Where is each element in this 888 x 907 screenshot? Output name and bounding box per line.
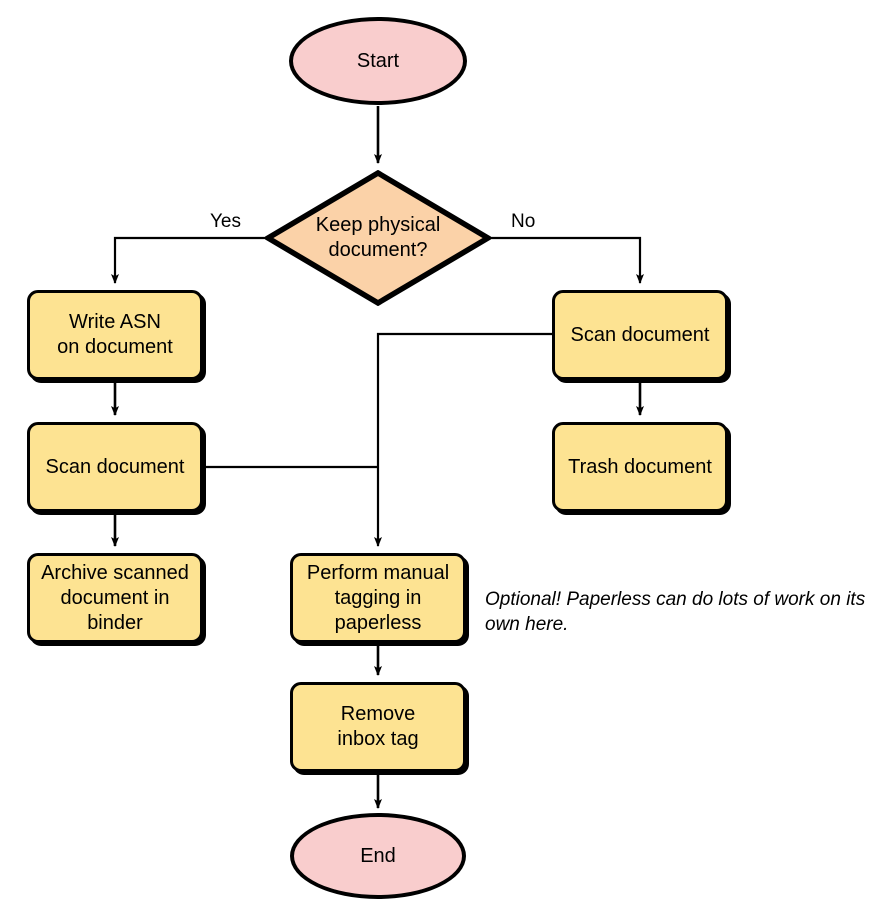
node-perform-manual-tagging[interactable]: Perform manual tagging in paperless [290, 553, 466, 643]
node-trash-document[interactable]: Trash document [552, 422, 728, 512]
node-archive-label: Archive scanned document in binder [41, 561, 189, 636]
node-decision-label-line1: Keep physical [315, 214, 441, 236]
node-decision-label: Keep physical document? [298, 213, 459, 263]
node-decision-label-line2: document? [328, 239, 428, 261]
node-manual-tagging-label: Perform manual tagging in paperless [307, 561, 449, 636]
node-write-asn-label-line2: on document [57, 336, 173, 358]
node-start[interactable]: Start [289, 17, 467, 105]
node-trash-document-label: Trash document [568, 455, 712, 478]
edge-scan-right-to-manual-tagging [374, 332, 552, 547]
node-remove-inbox-tag-label: Remove inbox tag [337, 702, 418, 752]
node-write-asn-on-document[interactable]: Write ASN on document [27, 290, 203, 380]
node-scan-document-right[interactable]: Scan document [552, 290, 728, 380]
node-archive-label-line3: binder [87, 611, 143, 634]
diamond-shape-icon [265, 170, 491, 306]
edge-label-no: No [511, 211, 536, 232]
node-archive-label-line2: document in [60, 586, 170, 609]
edge-decision-yes-to-write-asn [111, 236, 265, 284]
node-start-label: Start [356, 49, 400, 72]
node-scan-document-left[interactable]: Scan document [27, 422, 203, 512]
node-write-asn-label: Write ASN on document [57, 310, 173, 360]
node-archive-scanned-document-in-binder[interactable]: Archive scanned document in binder [27, 553, 203, 643]
node-remove-inbox-tag-label-line1: Remove [340, 703, 416, 725]
node-write-asn-label-line1: Write ASN [69, 311, 161, 333]
node-end[interactable]: End [290, 813, 466, 899]
node-scan-document-right-label: Scan document [570, 323, 710, 346]
node-manual-tagging-label-line1: Perform manual [306, 561, 450, 584]
node-remove-inbox-tag-label-line2: inbox tag [337, 728, 419, 750]
node-remove-inbox-tag[interactable]: Remove inbox tag [290, 682, 466, 772]
node-decision-keep-physical-document[interactable]: Keep physical document? [265, 170, 491, 306]
node-end-label: End [360, 844, 396, 867]
node-archive-label-line1: Archive scanned [41, 561, 189, 584]
node-manual-tagging-label-line2: tagging in [334, 586, 422, 609]
edge-decision-no-to-scan-right [490, 236, 644, 284]
node-manual-tagging-label-line3: paperless [334, 611, 422, 634]
node-scan-document-left-label: Scan document [45, 455, 185, 478]
edge-label-yes: Yes [210, 211, 241, 232]
annotation-optional-note: Optional! Paperless can do lots of work … [485, 589, 866, 635]
